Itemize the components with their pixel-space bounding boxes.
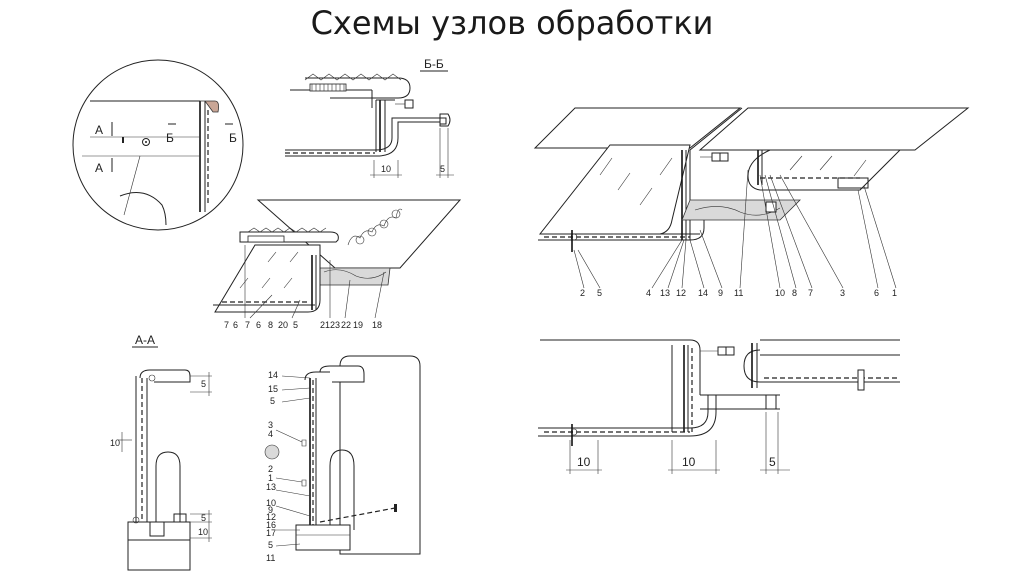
svg-text:13: 13 bbox=[660, 288, 670, 298]
svg-text:21: 21 bbox=[320, 320, 330, 330]
section-title-aa: А-А bbox=[135, 333, 155, 347]
svg-text:8: 8 bbox=[268, 320, 273, 330]
svg-text:13: 13 bbox=[266, 482, 276, 492]
callout-label-b-right: Б bbox=[229, 131, 237, 145]
svg-text:8: 8 bbox=[792, 288, 797, 298]
iso-right-callout-labels: 2 5 4 13 12 14 9 11 10 8 7 3 6 1 bbox=[580, 288, 897, 298]
svg-text:6: 6 bbox=[874, 288, 879, 298]
iso-left-drawing bbox=[213, 199, 462, 319]
svg-text:14: 14 bbox=[698, 288, 708, 298]
svg-text:6: 6 bbox=[256, 320, 261, 330]
dim-aa-bottom-a: 5 bbox=[201, 513, 206, 523]
svg-text:19: 19 bbox=[353, 320, 363, 330]
dim-right-b: 10 bbox=[682, 455, 696, 469]
callout-label-b-left: Б bbox=[166, 131, 174, 145]
svg-text:22: 22 bbox=[341, 320, 351, 330]
svg-text:4: 4 bbox=[646, 288, 651, 298]
section-aa-drawing bbox=[118, 369, 212, 571]
svg-text:14: 14 bbox=[268, 370, 278, 380]
section-bb-drawing bbox=[285, 73, 454, 178]
svg-text:18: 18 bbox=[372, 320, 382, 330]
slide-title: Схемы узлов обработки bbox=[310, 4, 714, 42]
svg-text:17: 17 bbox=[266, 528, 276, 538]
svg-text:2: 2 bbox=[580, 288, 585, 298]
svg-text:1: 1 bbox=[892, 288, 897, 298]
svg-text:12: 12 bbox=[266, 512, 276, 522]
svg-text:3: 3 bbox=[840, 288, 845, 298]
dim-aa-side: 10 bbox=[110, 438, 120, 448]
dim-aa-top: 5 bbox=[201, 379, 206, 389]
svg-text:6: 6 bbox=[233, 320, 238, 330]
svg-text:9: 9 bbox=[718, 288, 723, 298]
right-section-drawing bbox=[538, 339, 900, 474]
svg-text:5: 5 bbox=[293, 320, 298, 330]
iso-right-drawing bbox=[533, 107, 970, 289]
section-title-bb: Б-Б bbox=[424, 57, 444, 71]
svg-text:10: 10 bbox=[266, 498, 276, 508]
svg-text:12: 12 bbox=[676, 288, 686, 298]
svg-text:5: 5 bbox=[268, 540, 273, 550]
dim-right-c: 5 bbox=[769, 455, 776, 469]
svg-text:16: 16 bbox=[266, 520, 276, 530]
svg-text:5: 5 bbox=[270, 396, 275, 406]
dim-aa-bottom-b: 10 bbox=[198, 527, 208, 537]
svg-text:7: 7 bbox=[808, 288, 813, 298]
svg-text:4: 4 bbox=[268, 429, 273, 439]
callout-label-a-top: А bbox=[95, 123, 103, 137]
svg-text:9: 9 bbox=[268, 505, 273, 515]
svg-text:11: 11 bbox=[734, 288, 743, 298]
svg-text:2: 2 bbox=[268, 464, 273, 474]
svg-text:3: 3 bbox=[268, 420, 273, 430]
callout-label-a-bottom: А bbox=[95, 161, 103, 175]
svg-text:11: 11 bbox=[266, 553, 275, 563]
svg-text:20: 20 bbox=[278, 320, 288, 330]
aa-3d-callout-labels: 14 15 5 3 4 2 1 13 10 9 12 16 17 5 11 bbox=[266, 370, 278, 563]
svg-text:23: 23 bbox=[330, 320, 340, 330]
dim-right-a: 10 bbox=[577, 455, 591, 469]
aa-3d-drawing bbox=[264, 355, 421, 555]
svg-text:15: 15 bbox=[268, 384, 278, 394]
callout-circle-detail bbox=[72, 59, 244, 231]
svg-text:7: 7 bbox=[245, 320, 250, 330]
svg-text:7: 7 bbox=[224, 320, 229, 330]
svg-text:10: 10 bbox=[775, 288, 785, 298]
svg-text:1: 1 bbox=[268, 473, 273, 483]
svg-text:5: 5 bbox=[597, 288, 602, 298]
dim-bb-width: 10 bbox=[381, 164, 391, 174]
dim-bb-height: 5 bbox=[440, 164, 445, 174]
iso-left-callout-labels: 7 6 7 6 8 20 5 21 23 22 19 18 bbox=[224, 320, 382, 330]
